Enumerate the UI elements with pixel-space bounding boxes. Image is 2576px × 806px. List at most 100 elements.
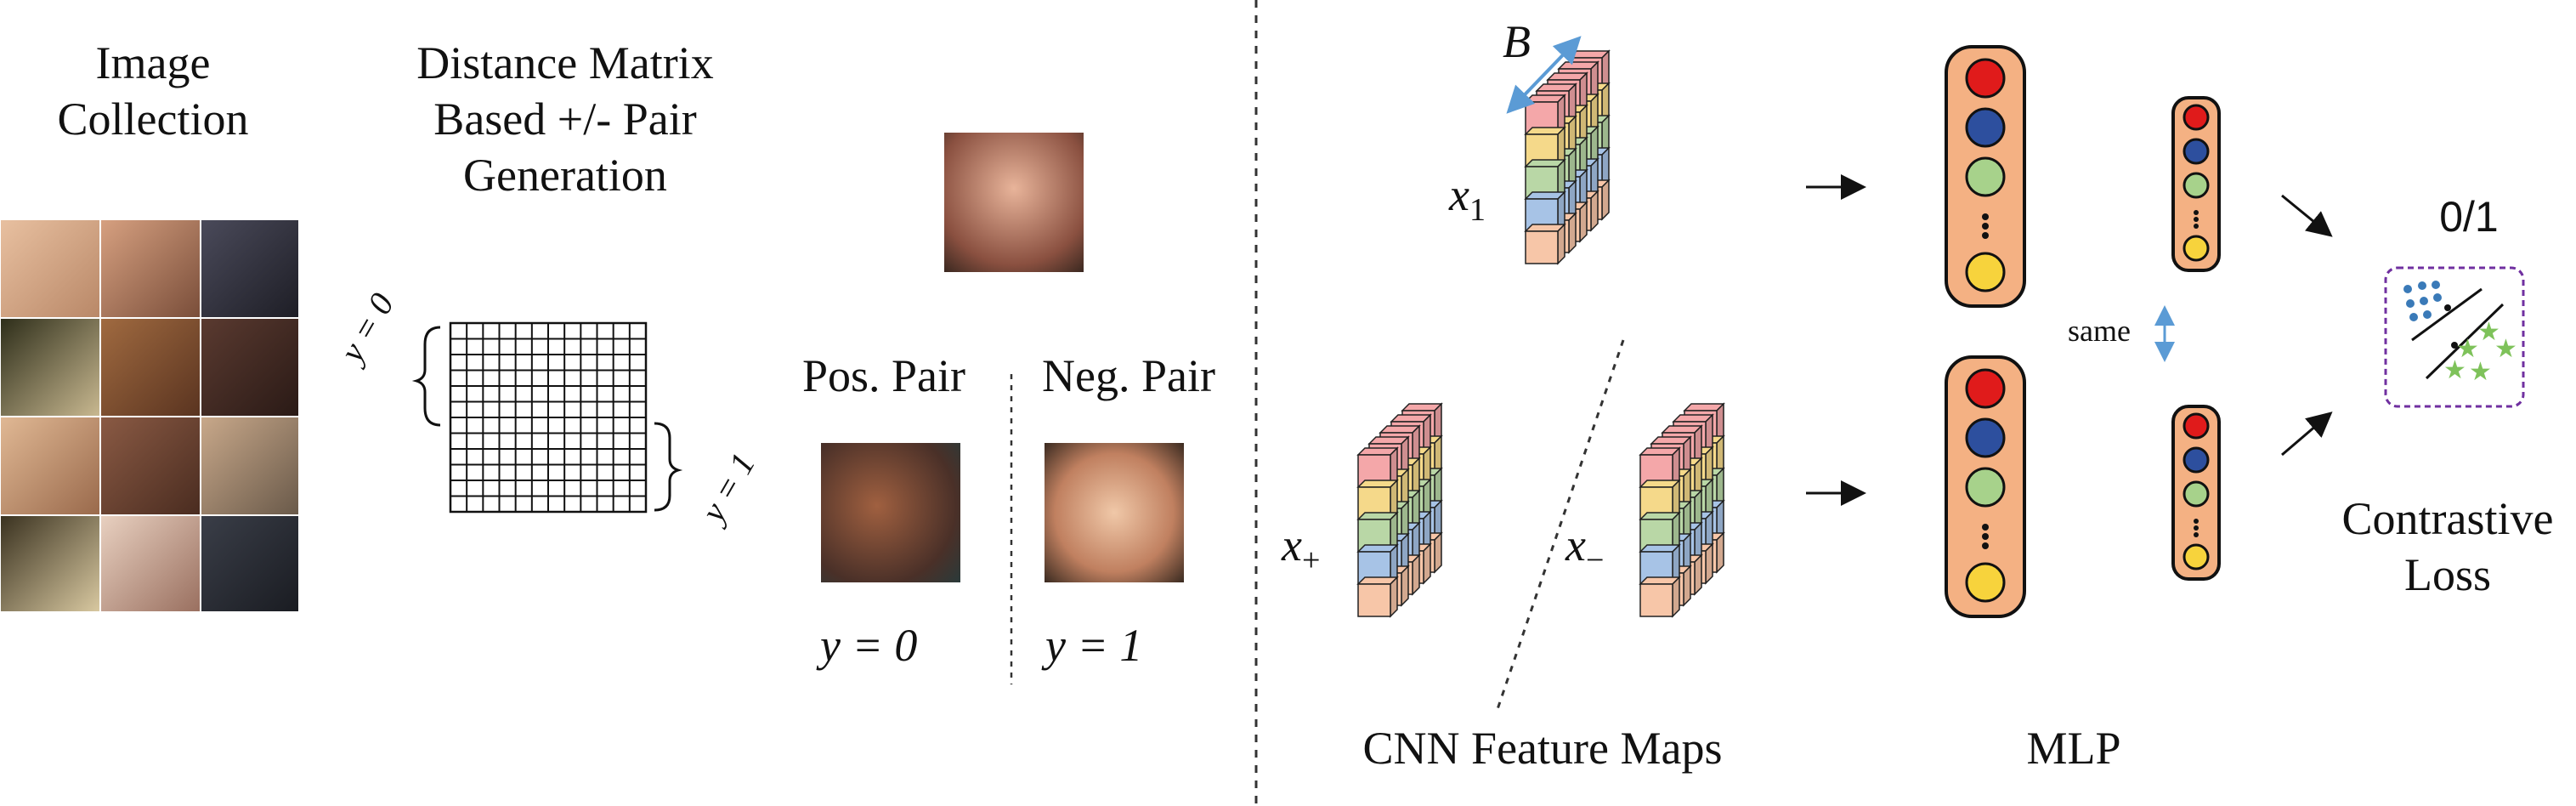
zero-one-label: 0/1 [2439, 193, 2499, 241]
svg-text:★: ★ [2469, 357, 2492, 387]
mlp-ellipsis-dot [2194, 519, 2199, 524]
loss-separator-2 [2425, 303, 2505, 380]
face-thumbnail [0, 515, 100, 612]
face-thumbnail [100, 219, 201, 318]
mlp-ellipsis-dot [2194, 224, 2199, 229]
distance-matrix-title: Distance Matrix Based +/- Pair Generatio… [416, 37, 714, 201]
query-face [943, 132, 1084, 273]
mlp-node [1965, 467, 2006, 508]
feature-cube [1357, 583, 1391, 617]
feature-cube [1705, 542, 1713, 585]
mlp-node [2183, 446, 2210, 474]
feature-cube [1557, 223, 1565, 265]
mlp-node [1965, 107, 2006, 148]
mlp-ellipsis-dot [2194, 210, 2199, 215]
face-thumbnail [100, 515, 201, 612]
face-thumbnail [201, 515, 299, 612]
mlp-ellipsis-dot [1982, 533, 1989, 540]
svg-text:★: ★ [2477, 317, 2500, 347]
b-dimension-arrow [1506, 36, 1582, 114]
face-thumbnail [201, 417, 299, 515]
mlp-node [1965, 58, 2006, 99]
mlp-node [2183, 543, 2210, 570]
face-thumbnail [201, 318, 299, 417]
feature-cube [1601, 179, 1610, 221]
mlp-top-large-bar [1945, 45, 2026, 308]
face-thumbnail [100, 318, 201, 417]
arrow-top-to-loss [2281, 194, 2333, 237]
xplus-label: x+ [1282, 519, 1321, 578]
feature-cube [1434, 531, 1442, 574]
mlp-node [2183, 235, 2210, 262]
positive-pair-face [820, 442, 961, 583]
loss-blue-points [2403, 281, 2458, 349]
mlp-top-small-bar [2171, 96, 2221, 272]
feature-cube [1401, 565, 1409, 607]
feature-map-xminus [1639, 402, 1725, 618]
mlp-ellipsis-dot [2194, 532, 2199, 537]
mlp-node [2183, 138, 2210, 165]
feature-cube [1412, 553, 1420, 596]
mlp-node [2183, 480, 2210, 508]
xminus-label: x− [1565, 519, 1605, 578]
feature-cube [1694, 553, 1702, 596]
contrastive-loss-label: Contrastive Loss [2341, 493, 2554, 600]
mlp-ellipsis-dot [1982, 542, 1989, 549]
face-thumbnail [100, 417, 201, 515]
svg-text:★: ★ [2494, 334, 2517, 364]
mlp-node [1965, 156, 2006, 197]
svg-text:★: ★ [2443, 355, 2466, 385]
face-grid [0, 219, 299, 612]
cnn-feature-maps-label: CNN Feature Maps [1362, 723, 1723, 774]
same-label: same [2068, 314, 2131, 348]
mlp-ellipsis-dot [2194, 217, 2199, 222]
mlp-node [1965, 562, 2006, 603]
neg-pair-y-label: y = 1 [1045, 620, 1143, 671]
distance-matrix-grid [449, 321, 648, 514]
feature-cube [1590, 190, 1599, 232]
mlp-bottom-small-bar [2171, 405, 2221, 581]
y0-brace [411, 326, 441, 427]
mlp-node [1965, 252, 2006, 292]
feature-cube [1423, 542, 1431, 585]
y1-brace [654, 422, 683, 512]
mlp-ellipsis-dot [1982, 524, 1989, 531]
face-thumbnail [0, 417, 100, 515]
face-thumbnail [201, 219, 299, 318]
feature-cube [1579, 201, 1588, 243]
image-collection-title: Image Collection [57, 37, 249, 145]
feature-cube [1568, 212, 1577, 254]
face-thumbnail [0, 219, 100, 318]
mlp-ellipsis-dot [1982, 213, 1989, 220]
feature-cube [1716, 531, 1724, 574]
negative-pair-face [1044, 442, 1185, 583]
feature-cube [1525, 230, 1559, 264]
pos-pair-y-label: y = 0 [820, 620, 918, 671]
feature-map-xplus [1356, 402, 1443, 618]
feature-cube [1390, 576, 1398, 618]
contrastive-loss-box [2384, 266, 2525, 408]
neg-pair-label: Neg. Pair [1042, 350, 1215, 401]
pos-pair-label: Pos. Pair [801, 350, 966, 401]
loss-green-stars: ★ ★ ★ ★ ★ [2443, 317, 2517, 387]
feature-cube [1683, 565, 1691, 607]
svg-text:★: ★ [2456, 334, 2479, 364]
face-thumbnail [0, 318, 100, 417]
mlp-node [2183, 104, 2210, 131]
loss-separator-1 [2411, 287, 2483, 342]
mlp-ellipsis-dot [1982, 223, 1989, 230]
feature-cube [1639, 583, 1673, 617]
feature-cube [1672, 576, 1680, 618]
mlp-label: MLP [2026, 723, 2121, 774]
mlp-node [1965, 417, 2006, 458]
mlp-node [2183, 412, 2210, 440]
x1-label: x1 [1449, 169, 1486, 228]
pair-slash [1494, 339, 1625, 715]
mlp-node [1965, 368, 2006, 409]
mlp-bottom-large-bar [1945, 355, 2026, 618]
mlp-node [2183, 172, 2210, 199]
arrow-bottom-to-loss [2281, 412, 2333, 457]
mlp-ellipsis-dot [1982, 232, 1989, 239]
mlp-ellipsis-dot [2194, 525, 2199, 531]
